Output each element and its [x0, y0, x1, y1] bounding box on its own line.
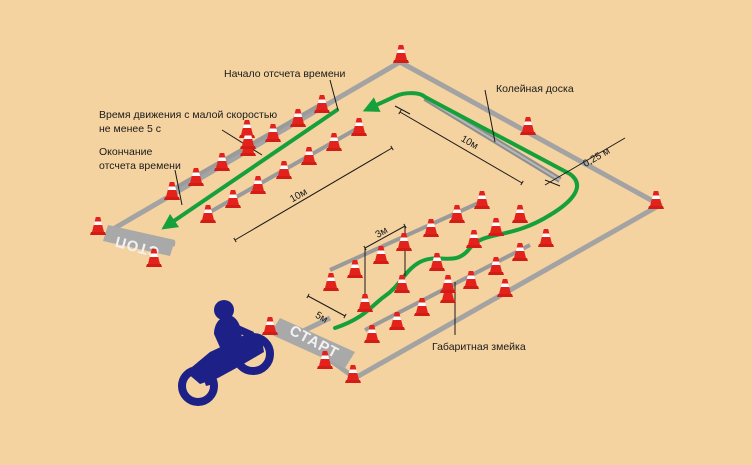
cone-spacing-label: 3м: [374, 225, 390, 241]
dimension-lines: [174, 79, 626, 335]
low-speed-label-line2: не менее 5 с: [99, 123, 161, 135]
motorcycle-rider-icon: [178, 300, 274, 406]
slalom-label: Габаритная змейка: [432, 341, 526, 353]
time-end-label-line1: Окончание: [99, 146, 152, 158]
low-speed-label-line1: Время движения с малой скоростью: [99, 109, 277, 121]
time-start-label: Начало отсчета времени: [224, 68, 345, 80]
start-gap-label: 5м: [313, 310, 329, 326]
track-board-label: Колейная доска: [496, 83, 574, 95]
time-end-label-line2: отсчета времени: [99, 160, 181, 172]
